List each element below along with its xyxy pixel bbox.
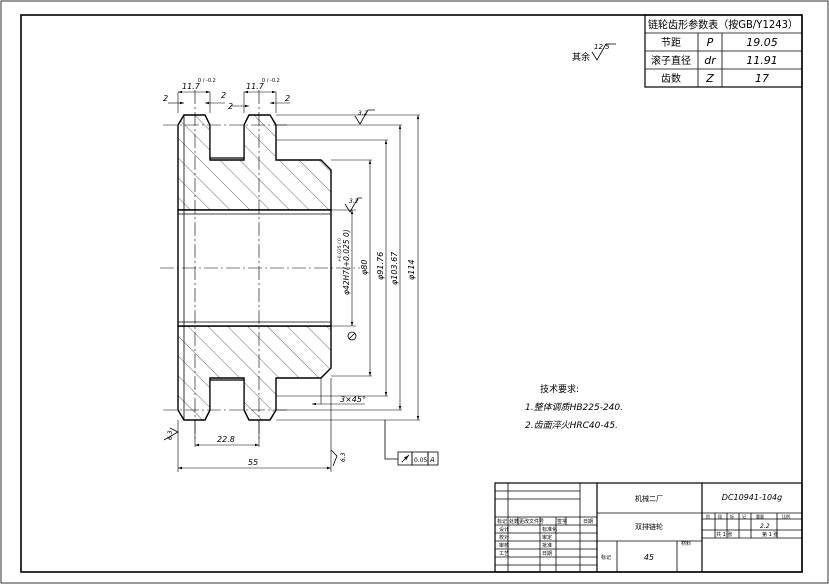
dim-tooth-width-right-tol: 0 / -0.2 <box>262 78 280 84</box>
dim-tip-diameter: φ114 <box>407 259 416 280</box>
dim-gap-left: 2 <box>163 94 168 103</box>
param-value-pitch: 19.05 <box>746 36 778 49</box>
tech-req-item-2: 2.齿面淬火HRC40-45. <box>525 420 618 431</box>
tb-sheet-current: 第 1 张 <box>762 531 778 538</box>
hatched-section-lower <box>177 325 332 421</box>
dim-hub-diameter: φ80 <box>360 260 369 275</box>
tb-label-design: 设计 <box>499 526 509 533</box>
tb-mark-label: 标记 <box>601 554 611 561</box>
title-block: 标记 处数 更改文件号 签字 日期 设计 标准化 校对 审定 审核 批准 工艺 … <box>494 482 803 573</box>
roughness-bore: 3.2 <box>349 198 359 205</box>
tb-stage-2: 段 <box>718 513 722 519</box>
param-symbol-pitch: P <box>707 36 714 49</box>
tb-label-count: 处数 <box>509 518 519 525</box>
param-table-title: 链轮齿形参数表（按GB/Y1243） <box>648 18 798 31</box>
dim-gap-mid-2: 2 <box>228 102 233 111</box>
roughness-bottom: 6.3 <box>340 452 347 462</box>
tech-req-title: 技术要求: <box>540 383 579 395</box>
tb-stage-4: 记 <box>742 513 746 519</box>
tb-label-mark: 标记 <box>497 518 507 525</box>
dim-tooth-width-left: 11.7 <box>182 82 201 91</box>
tech-req-item-1: 1.整体调质HB225-240. <box>525 402 623 413</box>
tb-material-label: 材料 <box>681 540 691 547</box>
tb-company: 机械二厂 <box>635 494 663 503</box>
general-roughness-note: 其余 12.5 <box>572 43 616 63</box>
tb-drawing-number: DC10941-104g <box>722 493 782 502</box>
roughness-note-label: 其余 <box>572 51 590 63</box>
roughness-top: 3.2 <box>358 110 368 117</box>
runout-tolerance-value: 0.05 <box>414 457 428 464</box>
dim-bore-diameter: φ42H7(+0.025 0) <box>342 229 351 295</box>
param-value-roller: 11.91 <box>746 54 778 67</box>
tb-stage-3: 标 <box>730 513 734 519</box>
dim-root-diameter: φ91.76 <box>376 252 385 280</box>
hatched-section <box>177 114 332 211</box>
tb-part-name: 双排链轮 <box>635 522 663 531</box>
tb-label-sign: 签字 <box>557 518 567 525</box>
tb-sheet-total: 共 1 张 <box>716 531 732 538</box>
tb-label-change-doc: 更改文件号 <box>519 518 544 525</box>
dim-bore-tolerance: +0.025 / 0 <box>337 238 343 262</box>
sprocket-section-view: 11.7 0 / -0.2 11.7 0 / -0.2 2 2 2 2 3.2 … <box>160 78 439 472</box>
roughness-note-value: 12.5 <box>594 43 610 51</box>
technical-requirements: 技术要求: 1.整体调质HB225-240. 2.齿面淬火HRC40-45. <box>525 383 623 431</box>
tb-label-standard: 标准化 <box>542 526 557 533</box>
tb-stage-1: 阶 <box>706 513 710 519</box>
runout-datum-letter: A <box>429 456 435 464</box>
tb-scale-label: 比例 <box>782 513 790 519</box>
tb-label-process: 工艺 <box>499 551 509 557</box>
tb-label-review: 审核 <box>499 542 509 549</box>
tb-material: 45 <box>644 553 654 562</box>
param-symbol-roller: dr <box>704 54 717 67</box>
dim-tooth-pitch: 22.8 <box>217 435 235 444</box>
dim-gap-right: 2 <box>285 94 290 103</box>
tb-label-date: 日期 <box>583 519 593 525</box>
tb-label-approve-2: 批准 <box>542 542 552 549</box>
param-symbol-teeth: Z <box>705 72 714 85</box>
tb-label-approve-1: 审定 <box>542 534 552 541</box>
dim-tooth-width-right: 11.7 <box>246 82 265 91</box>
tb-label-date-2: 日期 <box>542 551 552 557</box>
dim-overall-length: 55 <box>248 458 258 467</box>
tb-label-check: 校对 <box>499 534 509 541</box>
param-table: 链轮齿形参数表（按GB/Y1243） 节距 P 19.05 滚子直径 dr 11… <box>644 14 803 88</box>
param-name-pitch: 节距 <box>661 37 681 49</box>
param-name-teeth: 齿数 <box>661 72 681 85</box>
tb-scale: 2.2 <box>760 523 770 530</box>
dim-tooth-width-left-tol: 0 / -0.2 <box>198 78 216 84</box>
tb-weight-label: 重量 <box>756 513 764 519</box>
dim-chamfer: 3×45° <box>340 395 366 404</box>
param-value-teeth: 17 <box>755 72 769 85</box>
param-name-roller: 滚子直径 <box>651 54 691 67</box>
roughness-side-left: 6.3 <box>167 430 174 440</box>
inner-frame <box>20 14 803 573</box>
dim-gap-mid-1: 2 <box>221 91 226 100</box>
dim-pitch-diameter: φ103.67 <box>390 251 399 285</box>
